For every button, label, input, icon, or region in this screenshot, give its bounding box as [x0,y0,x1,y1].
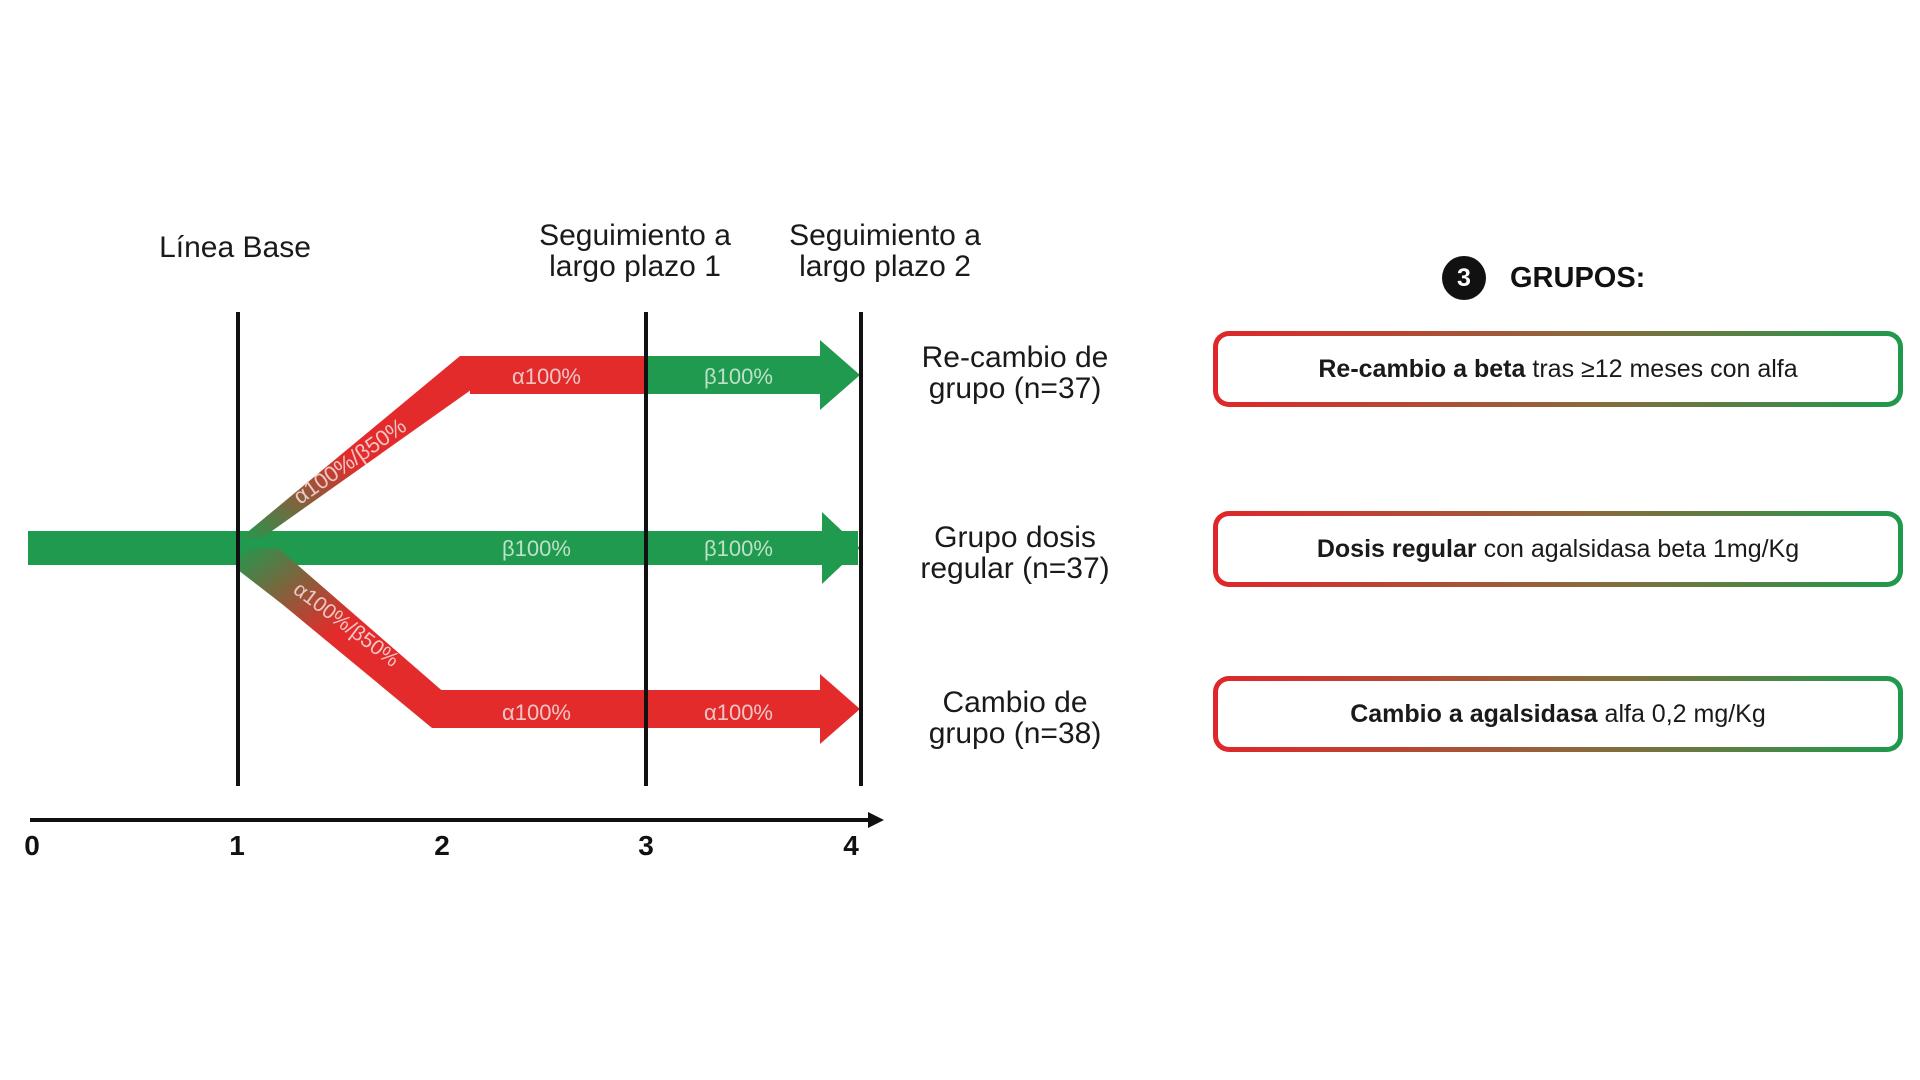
phase-label-followup-1: Seguimiento a largo plazo 1 [539,219,731,283]
bottom-arrow-tip [820,674,860,744]
phase-label-baseline: Línea Base [159,231,311,264]
group-card-text: con agalsidasa beta 1mg/Kg [1483,534,1800,563]
bottom-mid-label: α100% [502,700,571,725]
group-card-text: tras ≥12 meses con alfa [1532,354,1798,383]
top-branch-diagonal [238,356,485,540]
group-card-recambio: Re-cambio a beta tras ≥12 meses con alfa [1213,331,1903,407]
top-diagonal-label: α100%/β50% [289,413,411,509]
group-card-text: alfa 0,2 mg/Kg [1604,699,1766,728]
bottom-right-label: α100% [704,700,773,725]
top-right-label: β100% [704,364,773,389]
axis-tick-1: 1 [229,830,245,861]
axis-tick-3: 3 [638,830,654,861]
top-mid-label: α100% [512,364,581,389]
middle-right-label: β100% [704,536,773,561]
group-card-bold-text: Re-cambio a beta [1318,354,1526,383]
baseline-green-band [28,531,858,565]
middle-arrow-tip [822,512,860,584]
bottom-branch-red-band [440,690,822,728]
axis-tick-2: 2 [434,830,450,861]
top-branch-green-band [646,356,822,394]
group-label-cambio: Cambio de grupo (n=38) [928,686,1102,750]
groups-count-badge: 3 [1442,256,1486,300]
bottom-branch-diagonal-fill [236,548,462,728]
group-card-dosis-regular: Dosis regular con agalsidasa beta 1mg/Kg [1213,511,1903,587]
bottom-diagonal-label: α100%/β50% [289,578,403,672]
group-label-recambio: Re-cambio de grupo (n=37) [921,341,1109,405]
middle-mid-label: β100% [502,536,571,561]
axis-tick-0: 0 [24,830,40,861]
time-axis-arrowhead [868,812,884,828]
group-label-dosis-regular: Grupo dosis regular (n=37) [920,521,1110,585]
groups-title: GRUPOS: [1510,261,1646,294]
group-card-inner: Re-cambio a beta tras ≥12 meses con alfa [1218,336,1898,402]
axis-tick-4: 4 [843,830,859,861]
top-arrow-tip [820,340,860,410]
group-card-cambio: Cambio a agalsidasa alfa 0,2 mg/Kg [1213,676,1903,752]
group-card-bold-text: Cambio a agalsidasa [1350,699,1598,728]
phase-label-followup-2: Seguimiento a largo plazo 2 [789,219,981,283]
group-card-inner: Cambio a agalsidasa alfa 0,2 mg/Kg [1218,681,1898,747]
group-card-bold-text: Dosis regular [1316,534,1477,563]
groups-header: 3 GRUPOS: [1442,255,1645,301]
group-card-inner: Dosis regular con agalsidasa beta 1mg/Kg [1218,516,1898,582]
top-branch-red-band [470,356,648,394]
